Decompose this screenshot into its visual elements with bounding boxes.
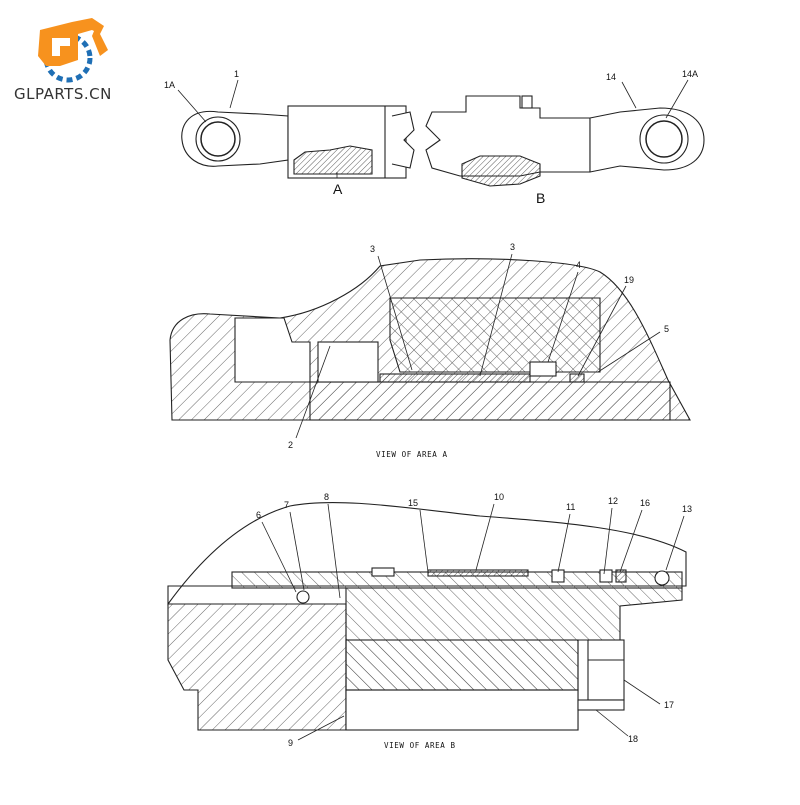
area-b-seal-16 — [615, 569, 627, 583]
bearing-14a-inner — [645, 120, 683, 158]
logo-text: GLPARTS.CN — [14, 85, 112, 103]
area-a-callout-4: 4 — [576, 260, 581, 270]
view-area-b — [167, 502, 687, 731]
area-b-wiper-13 — [654, 570, 670, 586]
section-b-cutaway — [461, 155, 541, 187]
area-b-callout-7: 7 — [284, 500, 289, 510]
area-a-piston — [389, 297, 601, 373]
area-b-seal-7 — [296, 590, 310, 604]
section-a-cutaway — [293, 145, 373, 175]
area-b-callout-15: 15 — [408, 498, 418, 508]
port-fitting — [521, 95, 533, 109]
area-b-rod-eye-block — [167, 603, 347, 731]
bearing-1a-inner — [200, 121, 236, 157]
top-view-leaders — [177, 79, 689, 178]
barrel-break-left — [391, 111, 415, 169]
area-b-callout-10: 10 — [494, 492, 504, 502]
area-b-callout-8: 8 — [324, 492, 329, 502]
area-b-seal-11 — [551, 569, 565, 583]
area-a-callout-3a: 3 — [370, 244, 375, 254]
area-a-cavity-mid — [317, 341, 379, 383]
area-b-callout-6: 6 — [256, 510, 261, 520]
area-a-callout-3b: 3 — [510, 242, 515, 252]
excavator-arm-icon — [92, 26, 108, 56]
area-b-seal-10 — [427, 569, 529, 577]
area-b-bolt-17 — [587, 639, 625, 701]
area-b-callout-11: 11 — [566, 502, 575, 512]
callout-1a: 1A — [164, 80, 175, 90]
area-a-rod — [309, 381, 671, 421]
excavator-logo-mark — [38, 18, 104, 66]
area-a-callout-19: 19 — [624, 275, 634, 285]
callout-14: 14 — [606, 72, 616, 82]
area-b-base-hatch — [345, 639, 579, 691]
area-a-callout-5: 5 — [664, 324, 669, 334]
area-a-leaders — [295, 253, 661, 439]
area-b-base-plate — [345, 689, 579, 731]
section-a-label: A — [333, 181, 343, 197]
area-a-seal-19 — [569, 373, 585, 383]
area-a-wear-ring — [529, 361, 557, 377]
area-b-callout-12: 12 — [608, 496, 618, 506]
area-a-caption: VIEW OF AREA A — [376, 450, 448, 459]
area-b-callout-16: 16 — [640, 498, 650, 508]
area-b-callout-9: 9 — [288, 738, 293, 748]
glparts-logo — [38, 18, 108, 83]
area-b-callout-18: 18 — [628, 734, 638, 744]
area-b-seal-12 — [599, 569, 613, 583]
area-b-washer-18 — [577, 699, 625, 711]
callout-14a: 14A — [682, 69, 698, 79]
view-area-a — [169, 258, 691, 421]
area-b-caption: VIEW OF AREA B — [384, 741, 456, 750]
callout-1: 1 — [234, 69, 239, 79]
cylinder-top-view — [181, 95, 705, 187]
area-a-seal-strip — [379, 373, 531, 383]
area-b-groove — [371, 567, 395, 577]
area-b-callout-13: 13 — [682, 504, 692, 514]
logo-inner-square — [60, 46, 70, 56]
area-a-callout-2: 2 — [288, 440, 293, 450]
section-b-label: B — [536, 190, 545, 206]
area-b-callout-17: 17 — [664, 700, 674, 710]
area-b-leaders — [261, 503, 685, 741]
area-a-cavity-left — [234, 317, 311, 383]
